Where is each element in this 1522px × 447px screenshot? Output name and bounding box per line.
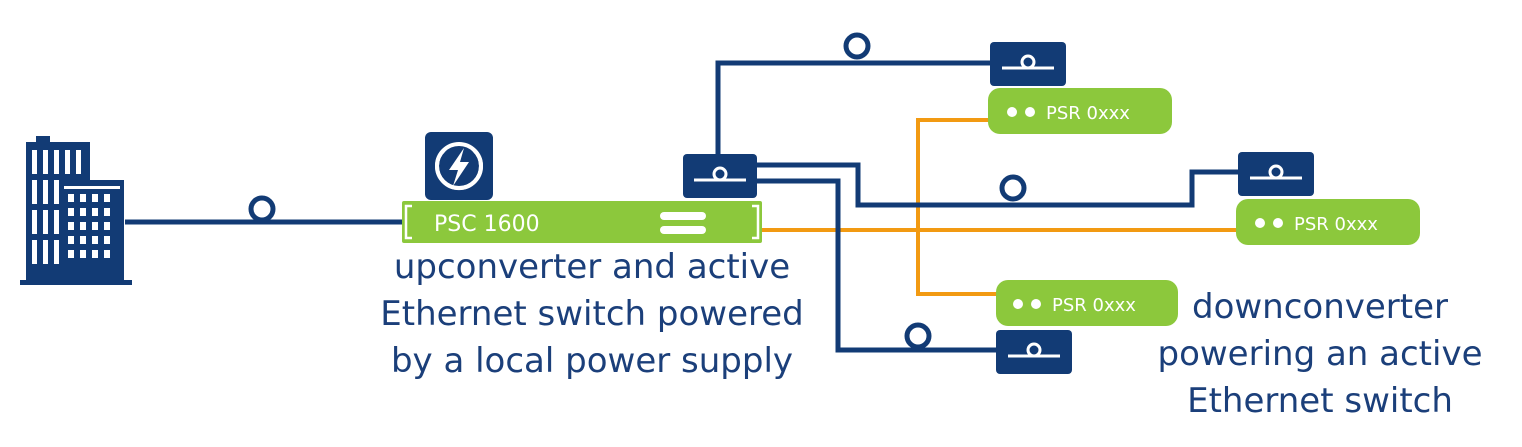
psr-device-mid: PSR 0xxx bbox=[1236, 199, 1420, 245]
caption-line: Ethernet switch bbox=[1187, 381, 1453, 421]
fiber-line-switch-to-mid bbox=[756, 162, 1240, 208]
caption-line: upconverter and active bbox=[393, 247, 791, 287]
fiber-loop-icon bbox=[904, 322, 932, 350]
ethernet-switch-icon bbox=[683, 154, 757, 198]
psr-top-label: PSR 0xxx bbox=[1046, 103, 1130, 124]
caption-line: downconverter bbox=[1191, 287, 1449, 327]
ethernet-switch-icon bbox=[990, 42, 1066, 86]
fiber-loop-icon bbox=[843, 32, 871, 60]
building-icon bbox=[20, 136, 132, 285]
caption-line: by a local power supply bbox=[390, 341, 794, 381]
fiber-loop-icon bbox=[999, 174, 1027, 202]
equals-indicator-icon bbox=[660, 212, 706, 220]
fiber-loop-icon bbox=[248, 195, 276, 223]
caption-upconverter: upconverter and active Ethernet switch p… bbox=[352, 244, 832, 385]
caption-line: powering an active bbox=[1157, 334, 1483, 374]
power-supply-icon bbox=[425, 132, 493, 200]
psc-label: PSC 1600 bbox=[434, 212, 540, 237]
caption-line: Ethernet switch powered bbox=[380, 294, 804, 334]
ethernet-switch-icon bbox=[996, 330, 1072, 374]
caption-downconverter: downconverter powering an active Etherne… bbox=[1140, 284, 1500, 425]
psr-device-top: PSR 0xxx bbox=[988, 88, 1172, 134]
fiber-line-switch-to-top bbox=[715, 60, 992, 158]
ethernet-switch-icon bbox=[1238, 152, 1314, 196]
psr-mid-label: PSR 0xxx bbox=[1294, 214, 1378, 235]
fiber-lines bbox=[125, 60, 1240, 353]
lightning-bolt-icon bbox=[449, 148, 469, 186]
fiber-line-switch-to-bottom bbox=[756, 178, 998, 353]
psr-device-bottom: PSR 0xxx bbox=[996, 280, 1178, 326]
psc-1600-device: PSC 1600 bbox=[402, 201, 762, 243]
fiber-loops bbox=[248, 32, 1027, 350]
psr-bottom-label: PSR 0xxx bbox=[1052, 295, 1136, 316]
